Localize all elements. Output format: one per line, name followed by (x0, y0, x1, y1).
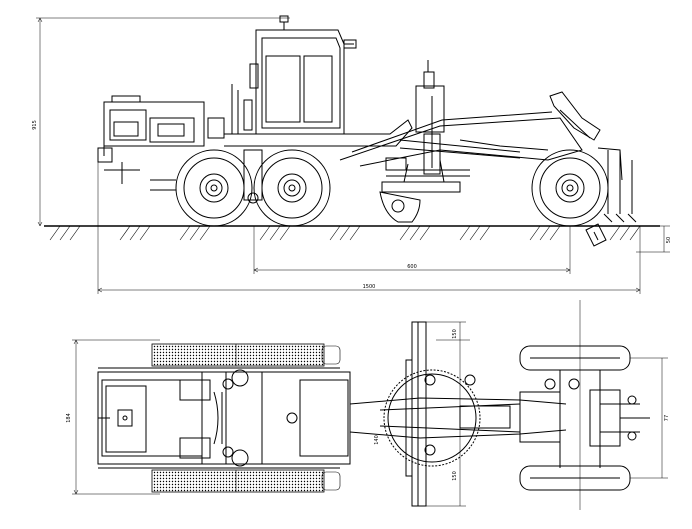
grader-blade (379, 157, 470, 223)
blade-offset-right-label: 140 (374, 435, 380, 445)
drawbar-frame (349, 374, 580, 456)
wheelbase-dimension (253, 226, 571, 274)
rear-tire-bottom-left (151, 469, 325, 493)
front-mast (415, 60, 445, 175)
tandem-bogie (150, 149, 263, 204)
rear-scarifier (549, 91, 637, 247)
front-tire-top (519, 345, 631, 371)
wheelbase-dimension-label: 600 (407, 264, 417, 270)
cab (224, 15, 413, 147)
cab-top-view (213, 369, 263, 467)
front-track-dimension (579, 300, 668, 510)
blade-top-view (405, 321, 427, 507)
height-dimension (36, 17, 290, 227)
rear-tire-top-left (151, 343, 325, 367)
width-dimension-label: 184 (66, 413, 72, 423)
main-frame (339, 111, 583, 167)
top-view: 184 (66, 300, 670, 510)
front-wheel (531, 149, 609, 227)
rear-wheel-2 (253, 149, 331, 227)
rear-body-frame (97, 367, 351, 469)
side-view: 915 (32, 15, 672, 294)
clearance-dimension (636, 225, 670, 253)
clearance-dimension-label: 50 (666, 237, 672, 243)
engine-hood (97, 95, 225, 184)
rear-wheel-1 (175, 149, 253, 227)
blade-dimension (426, 321, 470, 507)
blade-extension-label: 150 (452, 329, 458, 339)
length-dimension-label: 1500 (363, 284, 376, 290)
front-tire-bottom (519, 465, 631, 491)
blade-offset-left-label: 150 (452, 471, 458, 481)
blade-circle (383, 369, 481, 467)
length-dimension (97, 160, 641, 294)
ground-hatching (49, 225, 641, 241)
front-track-dimension-label: 77 (664, 415, 670, 421)
front-axle (559, 370, 650, 468)
height-dimension-label: 915 (32, 120, 38, 130)
width-dimension (72, 339, 160, 495)
